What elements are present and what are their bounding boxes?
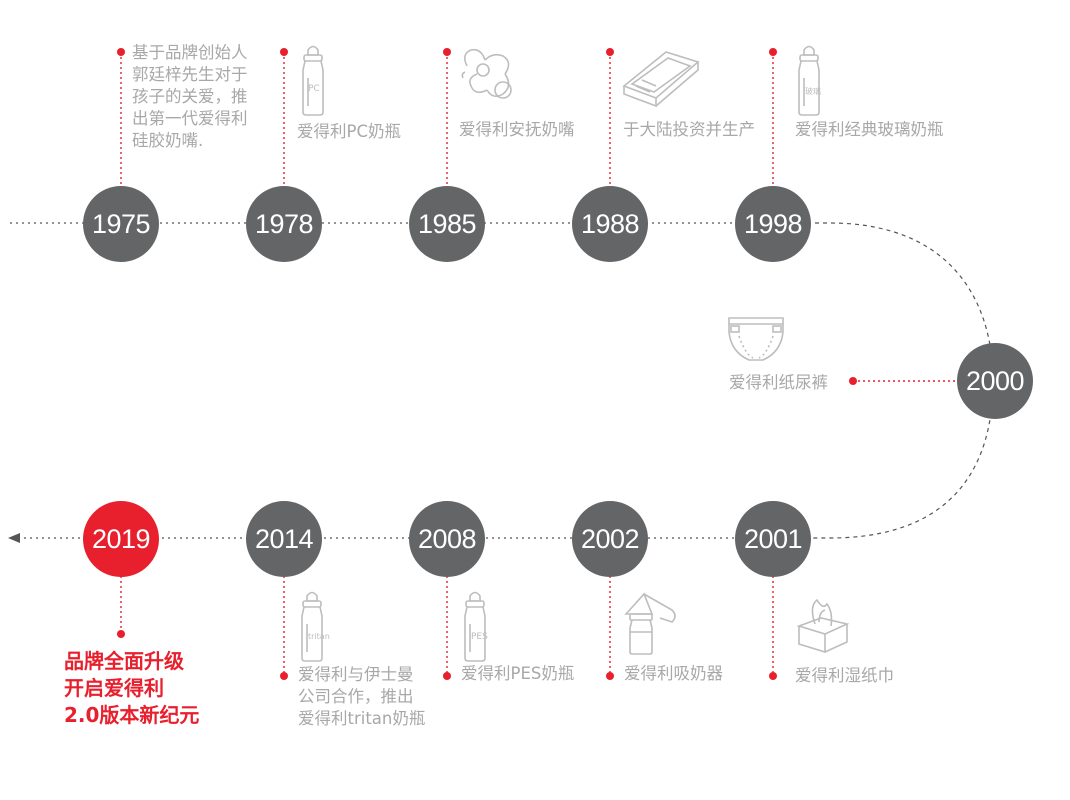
year-node-1985: 1985: [409, 186, 485, 262]
bottle-icon-text: PC: [308, 84, 320, 94]
event-label-1988: 于大陆投资并生产: [623, 120, 755, 139]
tissue-box-icon: [796, 596, 850, 654]
event-label-1975: 基于品牌创始人 郭廷梓先生对于 孩子的关爱，推 出第一代爱得利 硅胶奶嘴.: [132, 43, 248, 150]
year-node-2002: 2002: [572, 501, 648, 577]
event-label-1985: 爱得利安抚奶嘴: [459, 120, 575, 139]
year-node-2000: 2000: [957, 343, 1033, 419]
year-node-1988: 1988: [572, 186, 648, 262]
bottle-icon: PES: [459, 590, 491, 662]
factory-icon: [622, 48, 700, 108]
event-label-2008: 爱得利PES奶瓶: [461, 664, 575, 683]
year-node-2014: 2014: [246, 501, 322, 577]
year-node-2019: 2019: [83, 501, 159, 577]
diaper-icon: [727, 314, 785, 364]
event-label-1978: 爱得利PC奶瓶: [297, 122, 401, 141]
connectors: [120, 52, 958, 676]
connector-dots: [117, 48, 857, 680]
bottle-icon-text: PES: [471, 632, 488, 642]
bottle-icon: PC: [297, 44, 329, 116]
pacifier-icon: [459, 46, 515, 102]
year-node-1998: 1998: [735, 186, 811, 262]
event-label-2014: 爱得利与伊士曼 公司合作，推出 爱得利tritan奶瓶: [298, 665, 426, 728]
event-label-2019: 品牌全面升级 开启爱得利 2.0版本新纪元: [64, 649, 200, 727]
bottle-icon-text: 玻璃: [805, 87, 821, 96]
year-node-2001: 2001: [735, 501, 811, 577]
bottle-icon: tritan: [296, 590, 330, 662]
event-label-2002: 爱得利吸奶器: [624, 664, 723, 683]
breast-pump-icon: [622, 592, 680, 656]
bottle-icon: 玻璃: [793, 44, 825, 116]
event-label-2001: 爱得利湿纸巾: [795, 666, 894, 685]
bottle-icon-text: tritan: [308, 632, 330, 641]
arrow-left-icon: [8, 533, 20, 543]
year-node-1975: 1975: [83, 186, 159, 262]
year-node-2008: 2008: [409, 501, 485, 577]
year-node-1978: 1978: [246, 186, 322, 262]
event-label-2000: 爱得利纸尿裤: [729, 373, 828, 392]
event-label-1998: 爱得利经典玻璃奶瓶: [795, 120, 944, 139]
